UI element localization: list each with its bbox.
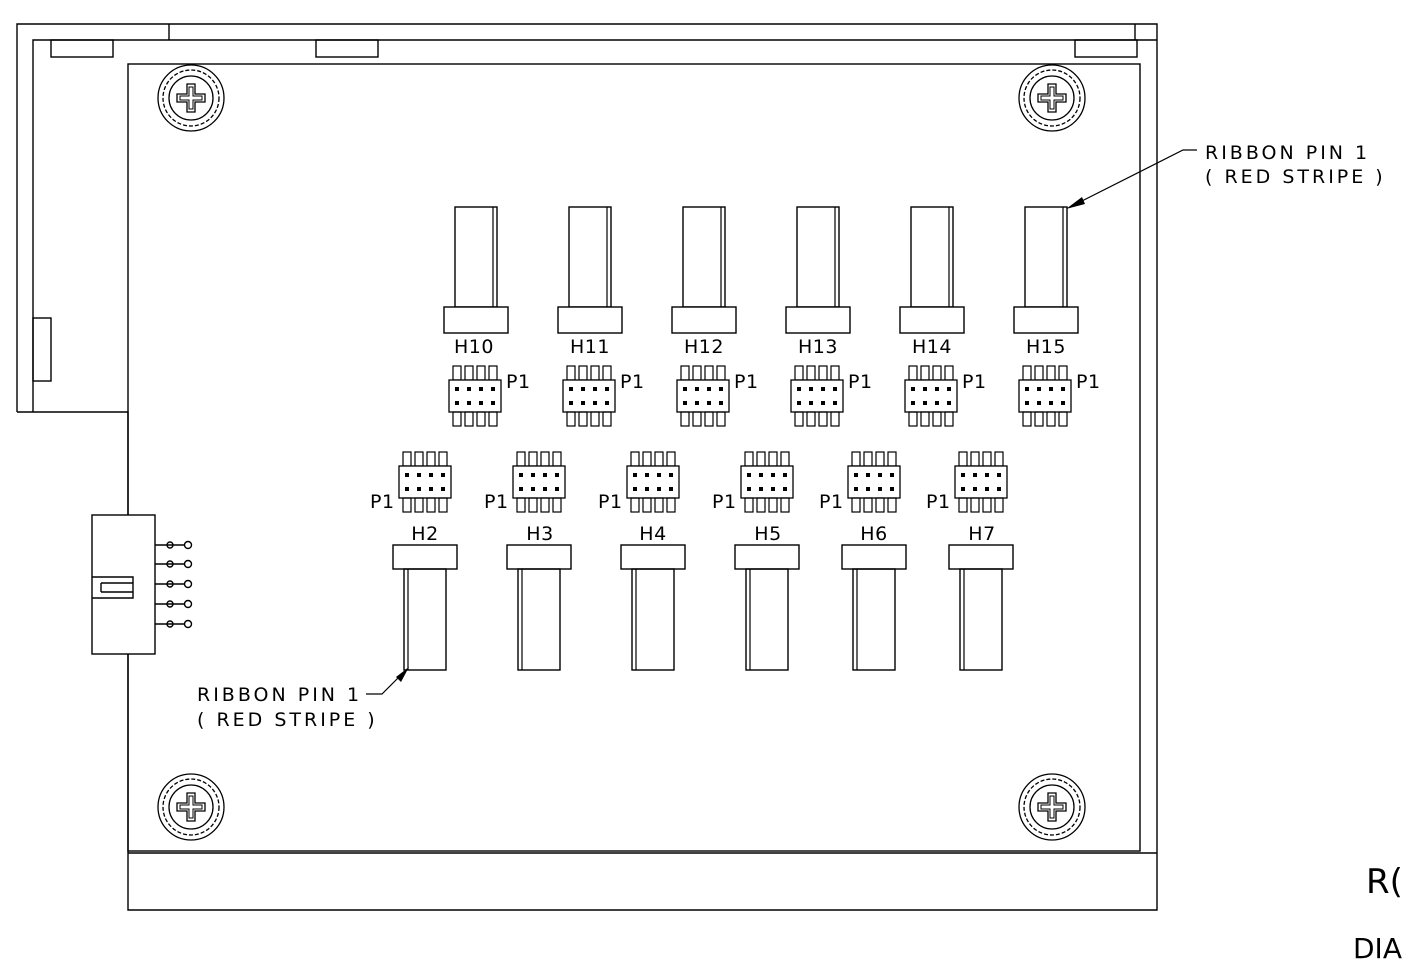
callout-bottom-line2: ( RED STRIPE )	[197, 709, 378, 731]
pin1-label-h3: P1	[484, 491, 509, 513]
pin1-label-h10: P1	[506, 371, 531, 393]
ribbon-connector-h2	[392, 544, 458, 671]
ref-label-h6: H6	[860, 523, 887, 545]
ref-label-h3: H3	[526, 523, 553, 545]
ribbon-connector-h4	[620, 544, 686, 671]
mounting-screw-bottom-right	[1018, 773, 1086, 841]
ref-label-h12: H12	[684, 336, 724, 358]
pin-header-h11	[562, 365, 616, 427]
mounting-screw-top-right	[1018, 64, 1086, 132]
ribbon-connector-h13	[785, 206, 851, 334]
pin1-label-h12: P1	[734, 371, 759, 393]
callout-bottom-line1: RIBBON PIN 1	[197, 684, 362, 706]
pin-header-h13	[790, 365, 844, 427]
pin-header-h4	[626, 451, 680, 513]
pin-header-h2	[398, 451, 452, 513]
pin-header-h14	[904, 365, 958, 427]
ref-label-h15: H15	[1026, 336, 1066, 358]
pin-header-h6	[847, 451, 901, 513]
pin-header-h12	[676, 365, 730, 427]
ref-label-h2: H2	[411, 523, 438, 545]
mounting-screw-bottom-left	[157, 773, 225, 841]
ribbon-connector-h10	[443, 206, 509, 334]
ribbon-connector-h5	[734, 544, 800, 671]
ref-label-h4: H4	[639, 523, 666, 545]
pin1-label-h6: P1	[819, 491, 844, 513]
pin-header-h5	[740, 451, 794, 513]
pin1-label-h7: P1	[926, 491, 951, 513]
ribbon-connector-h11	[557, 206, 623, 334]
pin1-label-h14: P1	[962, 371, 987, 393]
ref-label-h13: H13	[798, 336, 838, 358]
pin1-label-h5: P1	[712, 491, 737, 513]
ribbon-connector-h14	[899, 206, 965, 334]
pin-header-h10	[448, 365, 502, 427]
pin-header-h15	[1018, 365, 1072, 427]
ribbon-connector-h3	[506, 544, 572, 671]
pin1-label-h2: P1	[370, 491, 395, 513]
ribbon-connector-h12	[671, 206, 737, 334]
pin1-label-h11: P1	[620, 371, 645, 393]
pin-header-h7	[954, 451, 1008, 513]
ribbon-connector-h15	[1013, 206, 1079, 334]
mounting-screw-top-left	[157, 64, 225, 132]
side-connector	[91, 514, 193, 655]
callout-top-line1: RIBBON PIN 1	[1205, 142, 1370, 164]
edge-text-line1: R(	[1366, 862, 1403, 902]
pin1-label-h13: P1	[848, 371, 873, 393]
pin-header-h3	[512, 451, 566, 513]
ref-label-h5: H5	[754, 523, 781, 545]
edge-text-line2: DIA	[1353, 932, 1402, 963]
ribbon-connector-h7	[948, 544, 1014, 671]
callout-leader-top	[1066, 149, 1197, 209]
ribbon-connector-h6	[841, 544, 907, 671]
pin1-label-h15: P1	[1076, 371, 1101, 393]
ref-label-h7: H7	[968, 523, 995, 545]
ref-label-h11: H11	[570, 336, 610, 358]
pin1-label-h4: P1	[598, 491, 623, 513]
circuit-board	[127, 63, 1141, 852]
ref-label-h14: H14	[912, 336, 952, 358]
callout-top-line2: ( RED STRIPE )	[1205, 166, 1386, 188]
callout-leader-bottom	[366, 667, 409, 695]
ref-label-h10: H10	[454, 336, 494, 358]
